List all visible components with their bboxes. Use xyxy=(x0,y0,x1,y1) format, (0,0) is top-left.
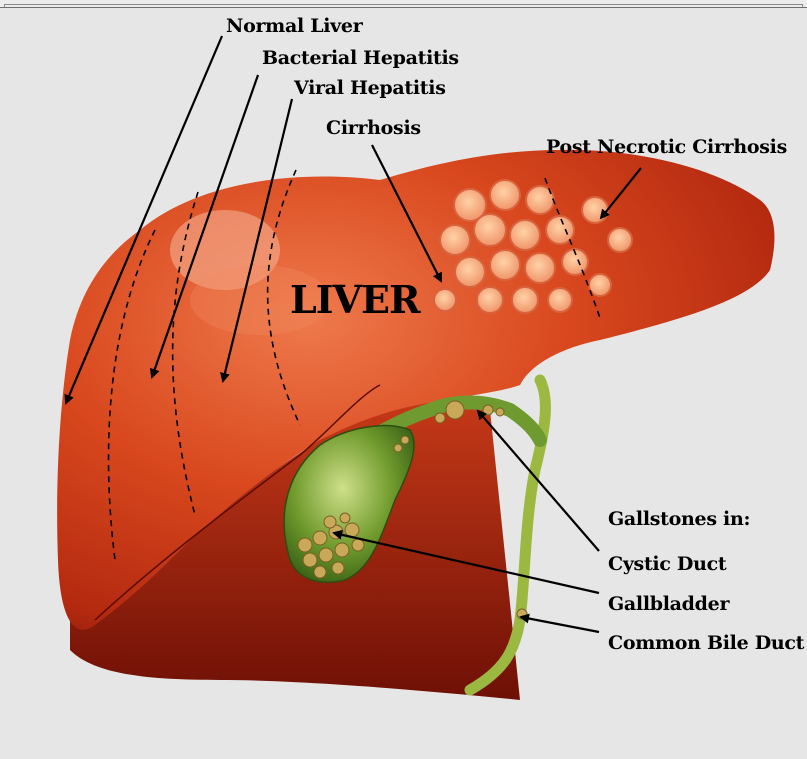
label-viral-hepatitis: Viral Hepatitis xyxy=(294,77,446,99)
label-cirrhosis: Cirrhosis xyxy=(326,117,421,139)
label-bacterial-hepatitis: Bacterial Hepatitis xyxy=(262,47,459,69)
label-gallstones-in: Gallstones in: xyxy=(608,508,750,530)
label-normal-liver: Normal Liver xyxy=(226,15,362,37)
label-cystic-duct: Cystic Duct xyxy=(608,553,726,575)
label-gallbladder: Gallbladder xyxy=(608,593,729,615)
label-post-necrotic-cirrhosis: Post Necrotic Cirrhosis xyxy=(546,136,787,158)
label-liver: LIVER xyxy=(290,278,420,322)
label-common-bile-duct: Common Bile Duct xyxy=(608,632,804,654)
